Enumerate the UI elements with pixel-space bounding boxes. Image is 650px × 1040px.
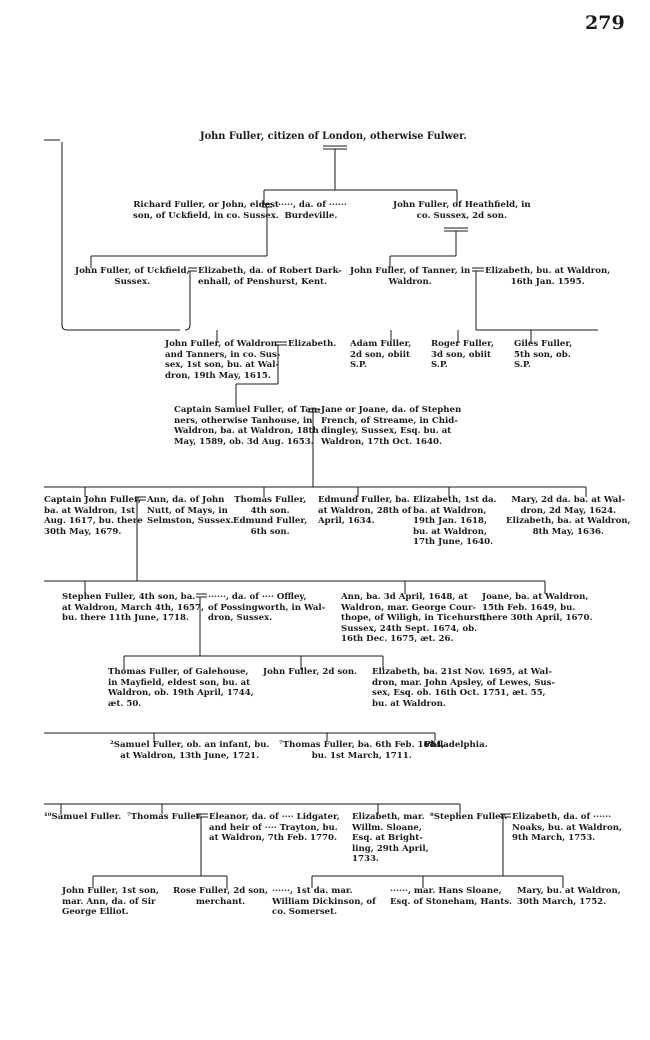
entry-jane-french: Jane or Joane, da. of Stephen French, of… (321, 405, 462, 447)
entry-thomas-galehouse: Thomas Fuller, of Galehouse, in Mayfield… (108, 667, 254, 709)
entry-captain-john: Captain John Fuller, ba. at Waldron, 1st… (44, 495, 143, 537)
root-entry: John Fuller, citizen of London, otherwis… (200, 131, 467, 142)
entry-captain-samuel: Captain Samuel Fuller, of Tan- ners, oth… (174, 405, 321, 447)
entry-giles-fuller: Giles Fuller, 5th son, ob. S.P. (514, 339, 573, 371)
entry-hans-sloane: ······, mar. Hans Sloane, Esq. of Stoneh… (390, 886, 513, 907)
entry-john-tanner: John Fuller, of Tanner, in Waldron. (350, 266, 471, 287)
entry-burdeville: ······, da. of ······ Burdeville. (275, 200, 347, 221)
entry-john-fuller-1st: John Fuller, 1st son, mar. Ann, da. of S… (62, 886, 159, 918)
entry-adam-fuller: Adam Fuller, 2d son, obiit S.P. (350, 339, 412, 371)
entry-samuel-infant: ²Samuel Fuller, ob. an infant, bu. at Wa… (110, 740, 270, 761)
page-number: 279 (585, 12, 625, 34)
entry-elizabeth: Elizabeth. (288, 339, 337, 349)
entry-joane: Joane, ba. at Waldron, 15th Feb. 1649, b… (482, 592, 593, 624)
entry-thomas-edmund: Thomas Fuller, 4th son. Edmund Fuller, 6… (233, 495, 308, 537)
entry-ann-1648: Ann, ba. 3d April, 1648, at Waldron, mar… (341, 592, 487, 645)
entry-thomas-fuller: ⁷Thomas Fuller. (127, 812, 203, 822)
entry-offley: ······, da. of ···· Offley, of Possingwo… (208, 592, 326, 624)
entry-stephen-fuller-8: ⁸Stephen Fuller. (430, 812, 508, 822)
entry-edmund-fuller: Edmund Fuller, ba. at Waldron, 28th of A… (318, 495, 412, 527)
entry-roger-fuller: Roger Fuller, 3d son, obiit S.P. (431, 339, 494, 371)
entry-elizabeth-noaks: Elizabeth, da. of ······ Noaks, bu. at W… (512, 812, 622, 844)
entry-rose-fuller: Rose Fuller, 2d son, merchant. (173, 886, 269, 907)
entry-john-uckfield: John Fuller, of Uckfield, Sussex. (75, 266, 190, 287)
entry-mary-elizabeth: Mary, 2d da. ba. at Wal- dron, 2d May, 1… (506, 495, 631, 537)
entry-richard-fuller: Richard Fuller, or John, eldest son, of … (133, 200, 279, 221)
entry-john-2d-son: John Fuller, 2d son. (263, 667, 358, 677)
entry-eleanor: Eleanor, da. of ···· Lidgater, and heir … (209, 812, 340, 844)
entry-dickinson: ······, 1st da. mar. William Dickinson, … (272, 886, 376, 918)
entry-elizabeth-1618: Elizabeth, 1st da. ba. at Waldron, 19th … (413, 495, 497, 548)
entry-john-heathfield: John Fuller, of Heathfield, in co. Susse… (393, 200, 531, 221)
entry-samuel-fuller: ¹⁰Samuel Fuller. (44, 812, 122, 822)
entry-john-waldron: John Fuller, of Waldron and Tanners, in … (165, 339, 281, 381)
entry-stephen-fuller: Stephen Fuller, 4th son, ba. at Waldron,… (62, 592, 204, 624)
entry-thomas-1684: ⁷Thomas Fuller, ba. 6th Feb. 1684, bu. 1… (279, 740, 445, 761)
entry-philadelphia: Philadelphia. (424, 740, 488, 750)
entry-mary-1752: Mary, bu. at Waldron, 30th March, 1752. (517, 886, 621, 907)
entry-ann-nutt: Ann, da. of John Nutt, of Mays, in Selms… (147, 495, 234, 527)
entry-elizabeth-1595: Elizabeth, bu. at Waldron, 16th Jan. 159… (485, 266, 611, 287)
entry-elizabeth-sloane: Elizabeth, mar. Willm. Sloane, Esq. at B… (352, 812, 429, 865)
entry-elizabeth-1695: Elizabeth, ba. 21st Nov. 1695, at Wal- d… (372, 667, 556, 709)
entry-elizabeth-darkenhall: Elizabeth, da. of Robert Dark- enhall, o… (198, 266, 342, 287)
